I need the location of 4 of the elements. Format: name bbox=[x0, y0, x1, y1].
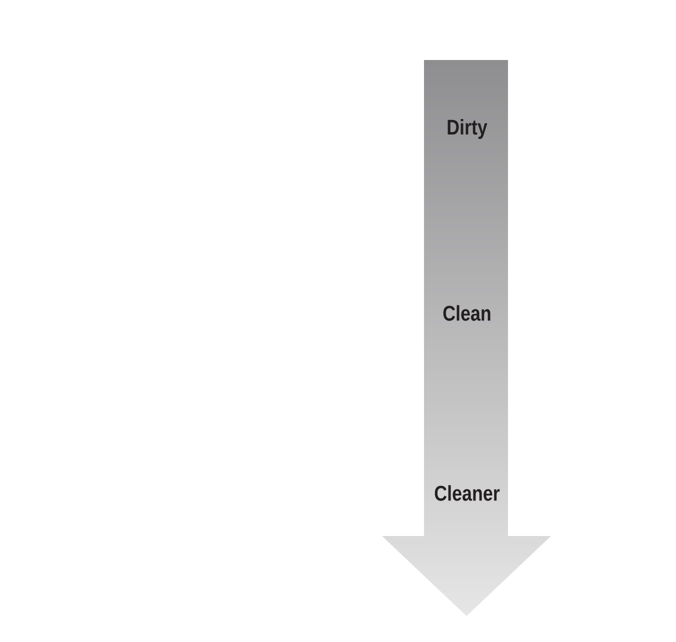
arrow-label: Clean bbox=[443, 305, 490, 321]
arrow-label: Cleaner bbox=[434, 485, 500, 501]
arrow-label: Dirty bbox=[448, 119, 488, 139]
down-arrow bbox=[382, 60, 551, 616]
